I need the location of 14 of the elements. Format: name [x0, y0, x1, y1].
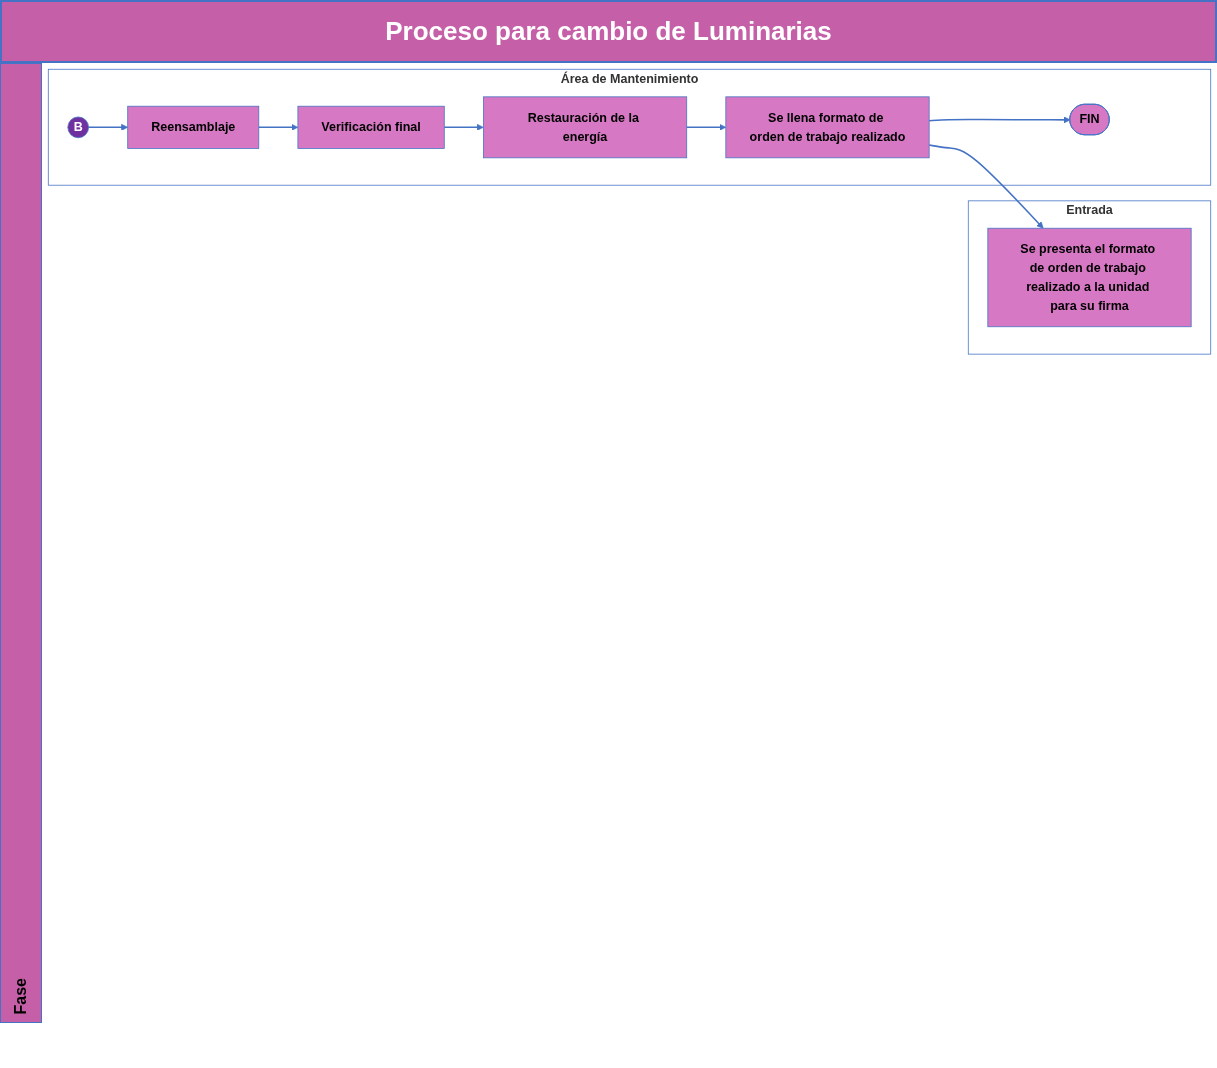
arrow [928, 144, 1044, 229]
node-box: Restauración de la energía [483, 96, 688, 159]
phase-label: Fase [12, 976, 30, 1016]
arrow [87, 123, 128, 131]
diagram-title: Proceso para cambio de Luminarias [0, 0, 1217, 63]
node-box: Verificación final [297, 105, 445, 149]
node-box: Se llena formato de orden de trabajo realizado [725, 96, 930, 159]
arrow [258, 123, 299, 131]
node-box: Reensamblaje [127, 105, 260, 149]
node-circle: B [67, 116, 89, 139]
arrow [685, 123, 727, 131]
node-box: Se presenta el formato de orden de trabajo realizado a la unidad para su firma [987, 227, 1192, 328]
arrow [443, 123, 484, 131]
arrow [928, 116, 1071, 124]
